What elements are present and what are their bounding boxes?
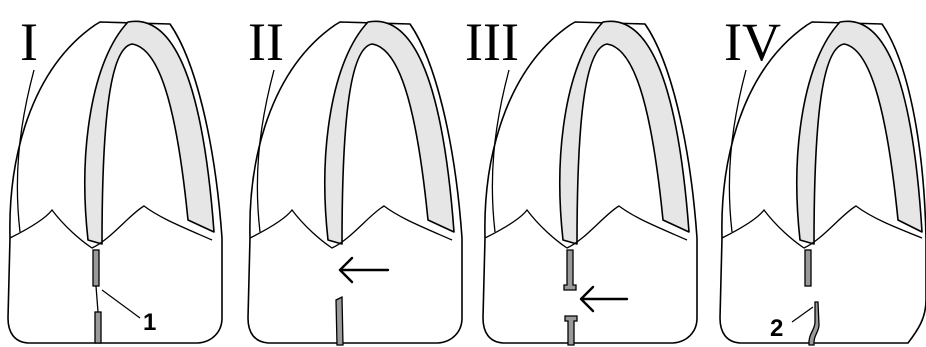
panel-1-leader-line [102, 290, 140, 318]
panel-2-label: II [248, 12, 284, 72]
panel-3: III [465, 12, 697, 345]
panel-1: I 1 [8, 12, 222, 343]
panel-4-upper-rod [805, 250, 811, 286]
panel-4: IV 2 [720, 12, 926, 345]
panel-2-arch-band [325, 21, 454, 244]
panel-4-leader-line [792, 307, 813, 322]
panel-1-shoulder-seam [10, 206, 212, 248]
panel-1-marker: 1 [143, 309, 156, 336]
panel-1-label: I [20, 12, 38, 72]
panel-3-label: III [465, 12, 519, 72]
panel-2-arrow [340, 258, 388, 282]
panel-4-arch-band [797, 21, 922, 244]
panel-2-shoulder-seam [250, 206, 452, 248]
panel-4-inner-curve [729, 70, 746, 232]
panel-3-lower-pin [565, 316, 577, 345]
panel-3-arch-band [560, 21, 689, 244]
panel-3-upper-pin [564, 250, 576, 290]
panel-4-label: IV [724, 12, 781, 72]
panel-2-lower-stump [336, 297, 343, 345]
panel-1-upper-rod [93, 250, 99, 286]
panel-1-lower-rod [95, 312, 101, 343]
panel-4-shoulder-seam [722, 206, 922, 248]
panel-1-gap-line [96, 286, 98, 312]
panel-4-marker: 2 [770, 315, 783, 342]
panel-2-inner-curve [257, 70, 274, 232]
panel-3-inner-curve [492, 70, 509, 232]
panel-3-shoulder-seam [485, 206, 687, 248]
panel-1-arch-band [85, 21, 214, 244]
panel-2: II [248, 12, 462, 345]
panel-3-arrow [581, 287, 627, 311]
panel-1-inner-curve [17, 70, 34, 232]
